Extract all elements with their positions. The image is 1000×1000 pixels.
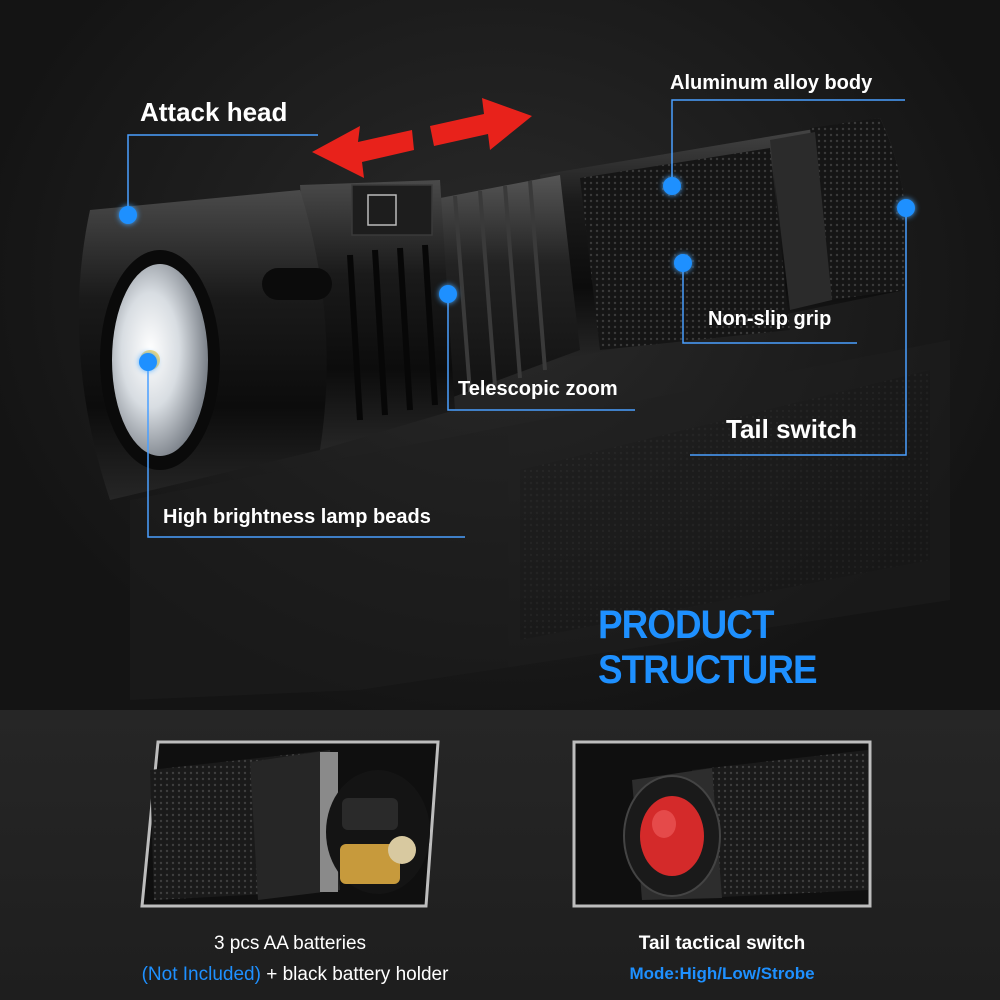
battery-holder-note: + black battery holder [260, 964, 449, 985]
non-slip-grip-knurl [580, 148, 790, 350]
head-fin-grooves [347, 244, 438, 421]
callout-dot-icon [674, 254, 692, 272]
callout-dot-icon [897, 199, 915, 217]
zoom-indicator-icon [367, 194, 397, 226]
callout-dot-icon [139, 353, 157, 371]
hero-section: Attack head Aluminum alloy body Non-slip… [0, 0, 1000, 710]
battery-caption-line1: 3 pcs AA batteries [213, 933, 367, 954]
not-included-note: (Not Included) [141, 964, 261, 985]
label-tail-switch: Tail switch [726, 414, 857, 444]
label-attack-head: Attack head [140, 97, 288, 127]
battery-holder-image [140, 740, 440, 908]
label-telescopic-zoom: Telescopic zoom [458, 378, 618, 400]
zoom-collar-threads [453, 180, 547, 393]
callout-dot-icon [119, 206, 137, 224]
tail-switch-image [572, 740, 872, 908]
callout-dot-icon [439, 285, 457, 303]
label-aluminum-body: Aluminum alloy body [670, 72, 873, 94]
battery-caption-line2: (Not Included) + black battery holder [115, 964, 475, 986]
flashlight-reflection [130, 340, 950, 700]
section-title: PRODUCT STRUCTURE [598, 603, 818, 692]
flashlight-illustration [78, 98, 950, 700]
bezel-slot [262, 268, 332, 300]
tail-knurl [810, 118, 908, 300]
label-non-slip-grip: Non-slip grip [708, 308, 832, 330]
switch-caption-line1: Tail tactical switch [638, 933, 806, 954]
callout-dot-icon [663, 177, 681, 195]
label-lamp-beads: High brightness lamp beads [163, 506, 431, 528]
callout-lines [127, 99, 907, 538]
double-arrow-icon [312, 98, 532, 178]
switch-caption-line2: Mode:High/Low/Strobe [629, 964, 815, 983]
zoom-indicator-panel [351, 184, 433, 236]
detail-section: 3 pcs AA batteries (Not Included) + blac… [0, 710, 1000, 1000]
